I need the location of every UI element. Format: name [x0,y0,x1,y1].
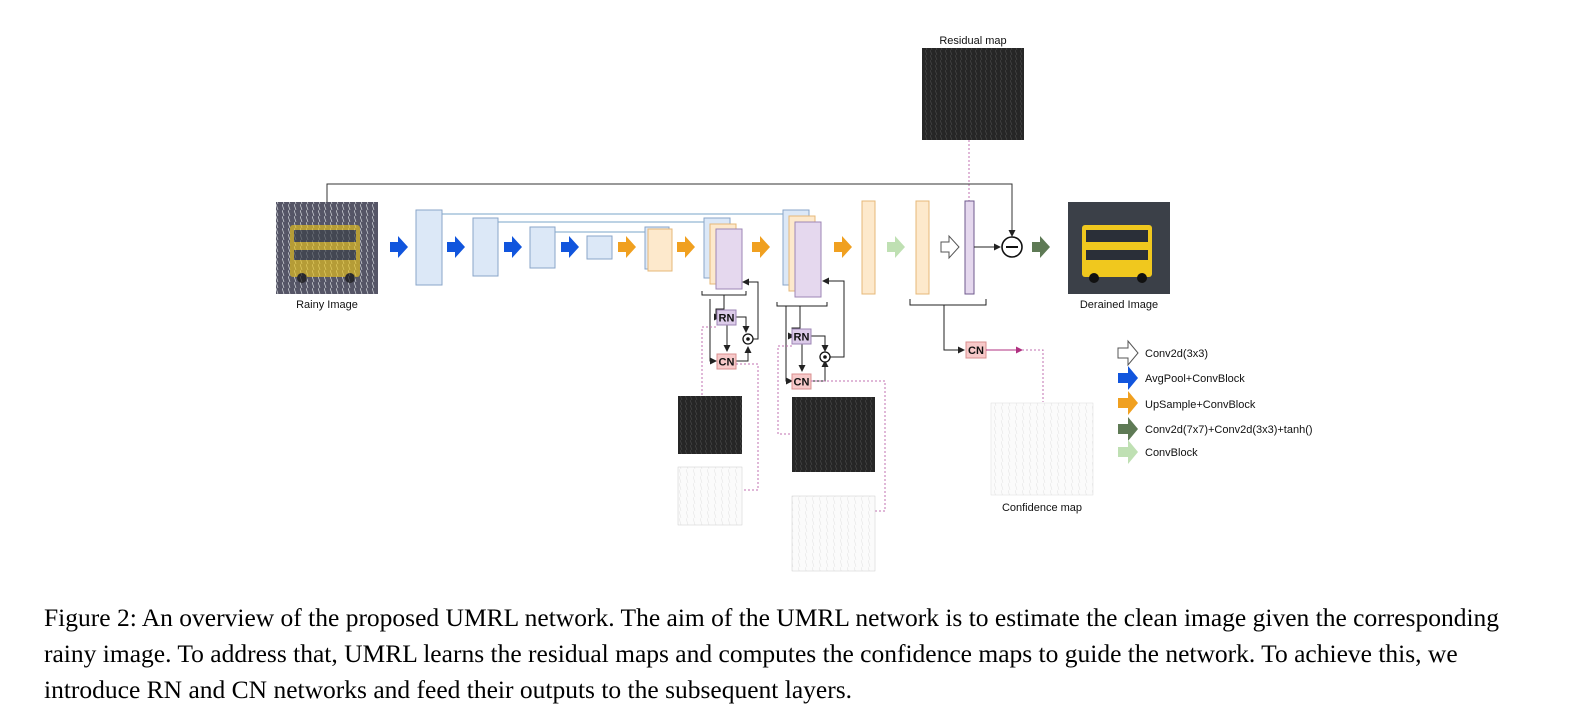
final-cn-input-line [943,305,965,354]
decoder-block-4 [861,200,876,295]
confidence-dotted-link [1022,349,1044,402]
confidence-map-image [990,402,1094,496]
rainy-image-label: Rainy Image [296,299,358,311]
bracket-1 [701,291,747,296]
umrl-architecture-diagram: Rainy Image Derained Image Residual map [276,35,1313,572]
rainy-image [276,202,378,294]
pipeline-arrows [390,234,1050,260]
figure-caption: Figure 2: An overview of the proposed UM… [44,603,1500,704]
legend-label-conv2d: Conv2d(3x3) [1145,348,1208,360]
residual-map-1 [678,396,742,454]
residual-map-image [922,48,1024,140]
confidence-dotted-link-2 [811,380,886,512]
rn-block-2 [791,328,812,345]
cn-label-2: CN [794,377,810,389]
decoder-stack-2 [703,217,743,290]
legend-arrow-conv7 [1118,417,1138,441]
rn-block-1 [716,309,737,326]
residual-map-2 [792,397,875,472]
confidence-dotted-link-1 [736,363,759,491]
decoder-stack-3 [782,209,822,298]
residual-dotted-link-2 [777,345,792,435]
legend-label-conv7: Conv2d(7x7)+Conv2d(3x3)+tanh() [1145,424,1313,436]
encoder-block-4 [586,235,613,260]
derained-image-label: Derained Image [1080,299,1158,311]
legend-arrow-conv2d [1117,339,1139,367]
legend-label-avgpool: AvgPool+ConvBlock [1145,373,1245,385]
derained-image [1068,202,1170,294]
cn-block-1 [716,353,737,370]
legend: Conv2d(3x3) AvgPool+ConvBlock UpSample+C… [1117,339,1313,464]
residual-dotted-link-1 [701,326,716,395]
global-skip-connection [326,183,1016,237]
decoder-block-5 [915,200,930,295]
encoder-block-3 [529,226,556,269]
cn-label-final: CN [968,345,984,357]
legend-label-upsample: UpSample+ConvBlock [1145,399,1256,411]
confidence-map-2 [791,495,876,572]
residual-output-block [964,200,975,295]
legend-arrow-avgpool [1118,366,1138,390]
bracket-3 [909,299,987,306]
encoder-block-1 [415,209,443,286]
residual-map-label: Residual map [939,35,1006,47]
bracket-2 [776,302,828,307]
rn-cn-module-1 [709,278,759,365]
legend-label-convblock: ConvBlock [1145,447,1198,459]
confidence-map-1 [677,466,743,526]
confidence-map-label: Confidence map [1002,502,1082,514]
legend-arrow-convblock [1118,440,1138,464]
rn-label-2: RN [794,332,810,344]
legend-arrow-upsample [1118,391,1138,415]
encoder-block-2 [472,217,499,277]
rn-label-1: RN [719,313,735,325]
cn-label-1: CN [719,357,735,369]
decoder-stack-1 [644,226,673,272]
